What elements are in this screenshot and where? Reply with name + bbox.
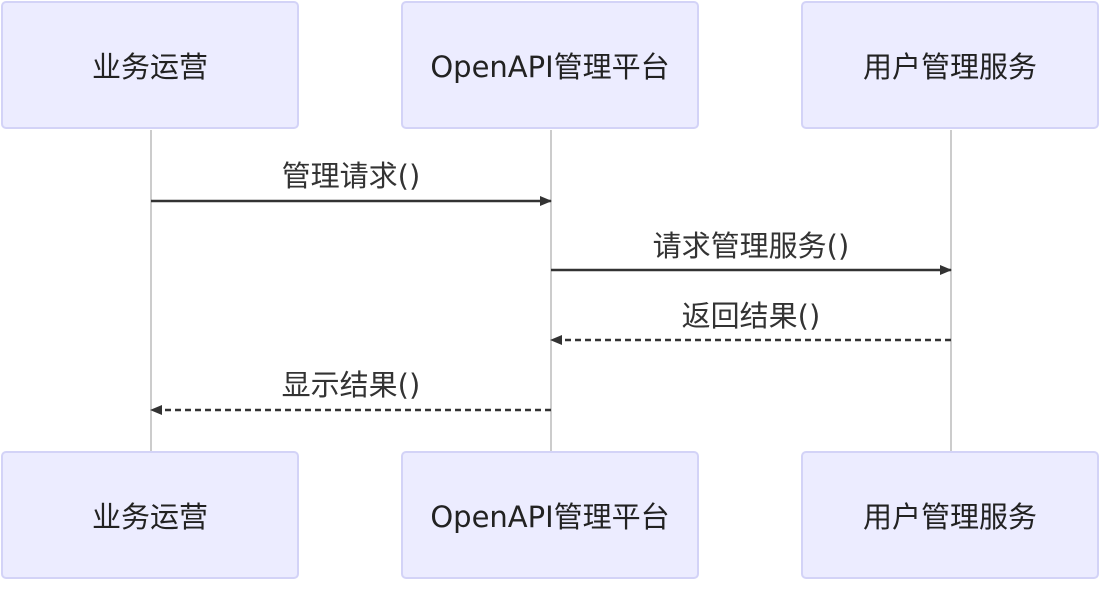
message-label-2: 请求管理服务() <box>652 229 850 263</box>
actor-top-user-svc: 用户管理服务 <box>801 1 1099 129</box>
actor-label: 用户管理服务 <box>862 50 1037 84</box>
actor-top-ops: 业务运营 <box>1 1 299 129</box>
actor-label: OpenAPI管理平台 <box>430 50 670 84</box>
message-label-1: 管理请求() <box>281 159 421 193</box>
actor-bottom-user-svc: 用户管理服务 <box>801 451 1099 579</box>
actor-bottom-openapi: OpenAPI管理平台 <box>401 451 699 579</box>
actor-label: 业务运营 <box>91 500 208 534</box>
actor-top-openapi: OpenAPI管理平台 <box>401 1 699 129</box>
message-label-4: 显示结果() <box>281 368 421 402</box>
actor-bottom-ops: 业务运营 <box>1 451 299 579</box>
actor-label: 用户管理服务 <box>862 500 1037 534</box>
actor-label: 业务运营 <box>91 50 208 84</box>
message-label-3: 返回结果() <box>681 299 821 333</box>
actor-label: OpenAPI管理平台 <box>430 500 670 534</box>
